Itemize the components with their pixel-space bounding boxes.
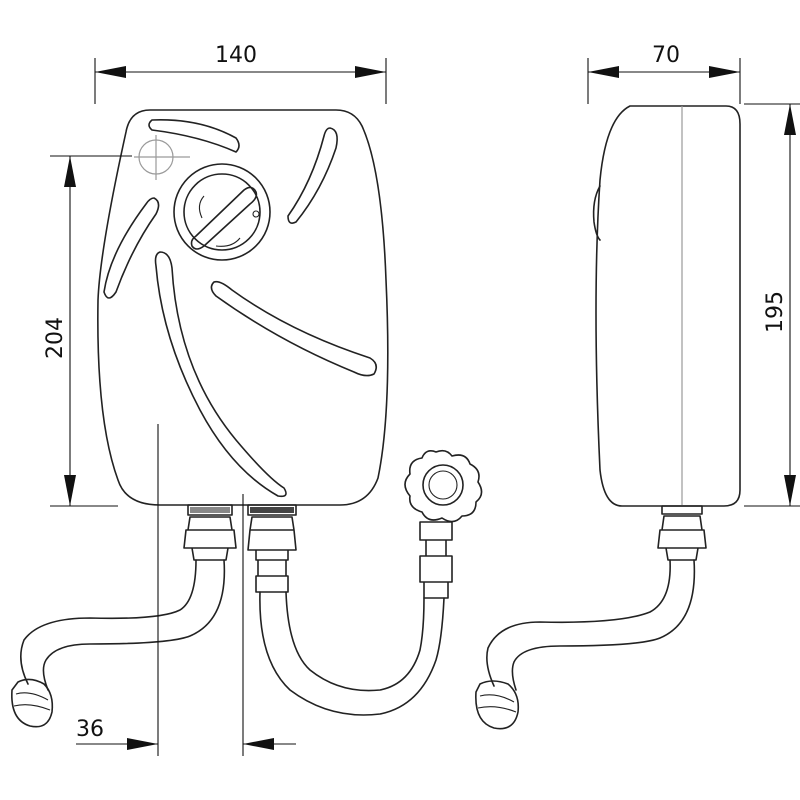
vent-slot-long: [154, 251, 287, 498]
inlet-collar-left: [187, 504, 233, 516]
control-knob-grip: [190, 186, 258, 250]
valve-nut: [419, 521, 453, 599]
knob-detail-lines: [198, 195, 241, 247]
control-knob-outer: [173, 163, 271, 261]
control-knob-inner: [183, 173, 261, 251]
vent-slot-lower-right: [210, 280, 378, 377]
spout-pipe: [20, 559, 226, 691]
hose-nut-left: [247, 516, 297, 593]
dimension-height-side: [744, 103, 800, 507]
dim-label-width-side: 70: [652, 43, 680, 68]
inlet-collar-right: [247, 504, 297, 516]
side-spout-nut: [657, 515, 707, 561]
side-spout-nozzle: [475, 680, 520, 730]
handwheel-hub: [428, 470, 458, 500]
heater-body-side: [595, 105, 741, 507]
front-view: [11, 109, 483, 728]
inlet-collar-left-fill: [190, 507, 230, 513]
vent-slot-left: [103, 197, 160, 299]
vent-slot-right-upper: [287, 127, 338, 224]
side-view: [475, 105, 741, 730]
dim-label-height-side: 195: [763, 291, 788, 333]
inlet-collar-right-fill: [250, 507, 294, 513]
side-collar: [661, 505, 703, 515]
handwheel-ring: [422, 464, 464, 506]
vent-slot-top: [148, 119, 240, 153]
side-knob-profile: [592, 185, 601, 241]
spout-nozzle: [11, 678, 54, 728]
side-spout-pipe: [486, 559, 696, 691]
heater-body-front: [97, 109, 389, 506]
side-nozzle-detail: [477, 694, 517, 713]
valve-handwheel: [404, 449, 483, 523]
dimension-width-front: [94, 58, 387, 104]
dimension-width-side: [587, 58, 741, 104]
dim-label-height-front: 204: [43, 317, 68, 359]
flexible-hose: [259, 591, 445, 716]
dimension-height-front: [50, 155, 132, 507]
dim-label-width-front: 140: [215, 43, 257, 68]
dim-label-offset-bottom: 36: [76, 717, 104, 742]
dimension-offset-bottom: [76, 424, 296, 756]
knob-indicator-dot: [252, 210, 260, 218]
spout-nut-left: [183, 516, 237, 561]
nozzle-detail: [13, 692, 51, 711]
